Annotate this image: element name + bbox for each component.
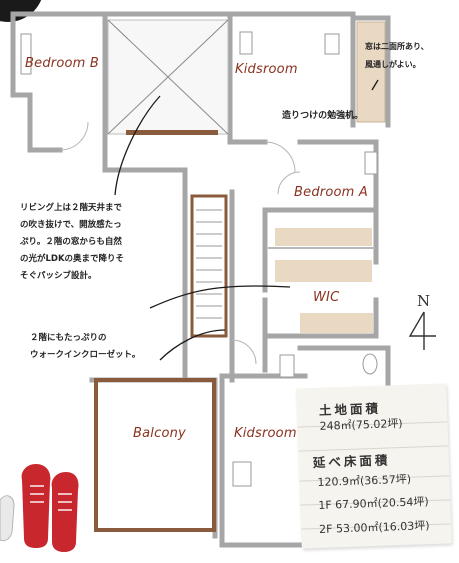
living-note-line: ぷり。２階の窓からも自然 [20, 237, 122, 247]
window-note-line: 風通しがよい。 [365, 60, 421, 69]
built-in-desk [356, 21, 386, 123]
closet-note-line: ウォークインクローゼット。 [30, 350, 141, 360]
room-label-bedroom-a: Bedroom A [294, 185, 368, 200]
staircase [190, 194, 228, 338]
floor-area-heading: 延べ床面積 [312, 452, 391, 471]
living-note-line: そぐパッシブ設計。 [20, 271, 97, 281]
room-label-kidsroom-bottom: Kidsroom [234, 426, 297, 441]
window-note: 窓は二面所あり、 風通しがよい。 [365, 38, 429, 74]
room-label-bedroom-b: Bedroom B [25, 56, 99, 71]
shelf-1 [275, 228, 372, 246]
closet-note: ２階にもたっぷりの ウォークインクローゼット。 [30, 330, 140, 364]
shelf-2 [275, 260, 372, 282]
window-note-line: 窓は二面所あり、 [365, 42, 429, 51]
fixture-3 [20, 33, 32, 75]
corner-badge [0, 0, 42, 22]
living-note: リビング上は２階天井まで の吹き抜けで、開放感たっ ぷり。２階の窓からも自然 の… [20, 200, 124, 285]
room-label-kidsroom-top: Kidsroom [235, 62, 298, 77]
void-cross [107, 19, 229, 135]
room-label-balcony: Balcony [133, 426, 186, 441]
area-memo-pad: 土地面積 248㎡(75.02坪) 延べ床面積 120.9㎡(36.57坪) 1… [296, 383, 452, 549]
closet-note-line: ２階にもたっぷりの [30, 333, 107, 343]
living-note-line: の吹き抜けで、開放感たっ [20, 220, 122, 230]
fixture-4 [364, 151, 378, 175]
north-label: N [417, 292, 431, 310]
floor-area-2f: 2F 53.00㎡(16.03坪) [318, 519, 430, 536]
door-swings [59, 121, 301, 365]
leader-lines [114, 79, 379, 361]
void-beam [126, 130, 218, 135]
land-area-value: 248㎡(75.02坪) [319, 416, 403, 433]
balcony-frame [94, 378, 216, 532]
sneakers [0, 464, 79, 552]
shelf-3 [300, 313, 373, 333]
living-note-line: の光がLDKの奥まで降りそ [20, 254, 125, 264]
north-arrow [408, 311, 436, 350]
room-label-wic: WIC [313, 290, 340, 305]
fixture-5 [232, 461, 252, 487]
floor-area-1f: 1F 67.90㎡(20.54坪) [318, 495, 429, 512]
floor-area-total: 120.9㎡(36.57坪) [317, 472, 412, 489]
toilet [362, 353, 378, 375]
living-note-line: リビング上は２階天井まで [20, 203, 123, 213]
fixture-6 [279, 354, 295, 378]
fixture-2 [324, 33, 340, 55]
fixture-1 [239, 31, 253, 55]
desk-note: 造りつけの勉強机。 [282, 111, 364, 121]
